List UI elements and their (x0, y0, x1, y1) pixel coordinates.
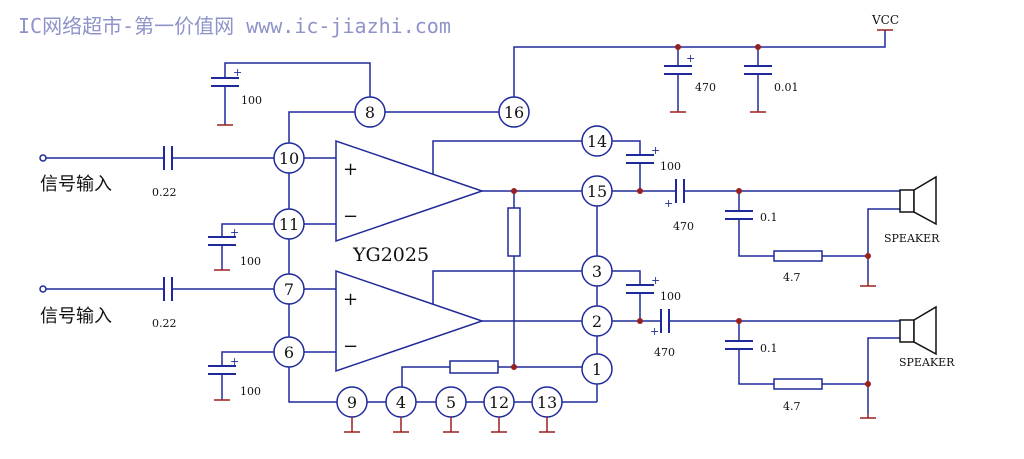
chip-label: YG2025 (352, 244, 429, 266)
pin-6 (273, 336, 305, 368)
resistor-47-out2 (773, 378, 823, 390)
svg-text:470: 470 (695, 81, 716, 94)
amp1-minus: − (343, 206, 358, 227)
svg-text:4: 4 (396, 393, 406, 412)
capacitor-022-in2 (163, 277, 173, 301)
speaker-label-2: SPEAKER (899, 356, 955, 369)
pin-8 (354, 96, 386, 128)
svg-text:100: 100 (241, 94, 262, 107)
speaker-label-1: SPEAKER (884, 232, 940, 245)
pin-14 (581, 125, 613, 157)
capacitor-100-pin8 (211, 77, 239, 87)
capacitor-100-pin14 (626, 154, 654, 164)
svg-text:9: 9 (347, 393, 357, 412)
capacitor-01-out1 (725, 210, 753, 220)
svg-text:15: 15 (587, 182, 607, 201)
svg-text:470: 470 (654, 346, 675, 359)
input-label-2: 信号输入 (40, 306, 112, 327)
svg-text:11: 11 (279, 215, 299, 234)
input-terminal-2 (39, 285, 47, 293)
capacitor-001-supply (744, 65, 772, 75)
svg-text:13: 13 (537, 393, 557, 412)
svg-text:16: 16 (504, 103, 524, 122)
watermark-text: IC网络超市-第一价值网 www.ic-jiazhi.com (18, 14, 451, 38)
polarity-marks: + + + + + + + + (230, 52, 695, 368)
amplifier-1 (335, 139, 485, 243)
resistor-feedback (507, 207, 521, 257)
input-terminal-1 (39, 154, 47, 162)
svg-text:+: + (664, 197, 673, 210)
capacitor-470-supply (664, 65, 692, 75)
pin-1 (581, 353, 613, 385)
svg-text:8: 8 (365, 103, 375, 122)
svg-text:0.22: 0.22 (152, 317, 177, 330)
svg-text:7: 7 (284, 280, 294, 299)
svg-text:+: + (686, 52, 695, 65)
svg-text:4.7: 4.7 (783, 400, 801, 413)
component-values: 470 0.01 100 100 470 0.1 4.7 0.22 100 0.… (152, 81, 801, 413)
pin-numbers: 8 16 14 10 15 11 3 7 2 6 1 9 4 5 12 13 (279, 103, 607, 412)
amp2-minus: − (343, 336, 358, 357)
junction-dots (511, 44, 871, 387)
svg-text:+: + (230, 226, 239, 239)
capacitor-470-out2 (660, 309, 670, 333)
speaker-icon (899, 305, 937, 356)
pin-circles (273, 96, 613, 418)
capacitor-01-out2 (725, 340, 753, 350)
resistor-bridge (449, 360, 499, 374)
capacitor-100-pin3 (626, 284, 654, 294)
speaker-icon (899, 175, 937, 226)
vcc-label: VCC (871, 13, 899, 27)
amplifier-2 (335, 269, 485, 373)
pin-15 (581, 175, 613, 207)
svg-text:100: 100 (240, 255, 261, 268)
svg-text:100: 100 (660, 290, 681, 303)
svg-text:470: 470 (673, 220, 694, 233)
svg-text:+: + (651, 274, 660, 287)
capacitor-100-pin6 (208, 365, 236, 375)
svg-text:10: 10 (279, 149, 299, 168)
svg-text:100: 100 (240, 385, 261, 398)
svg-text:6: 6 (284, 343, 294, 362)
svg-text:100: 100 (660, 160, 681, 173)
svg-text:+: + (651, 144, 660, 157)
pin-2 (581, 305, 613, 337)
svg-text:0.01: 0.01 (774, 81, 799, 94)
svg-text:+: + (233, 66, 242, 79)
svg-text:0.22: 0.22 (152, 186, 177, 199)
pin-11 (273, 208, 305, 240)
capacitors (163, 65, 772, 375)
svg-text:0.1: 0.1 (760, 342, 778, 355)
svg-text:12: 12 (489, 393, 509, 412)
capacitor-100-pin11 (208, 236, 236, 246)
ground-symbols (214, 110, 876, 433)
capacitor-470-out1 (675, 179, 685, 203)
amp2-plus: + (343, 289, 358, 310)
svg-text:0.1: 0.1 (760, 211, 778, 224)
resistors (449, 207, 823, 390)
svg-text:+: + (650, 325, 659, 338)
svg-text:5: 5 (446, 393, 456, 412)
svg-text:+: + (230, 355, 239, 368)
amp1-plus: + (343, 159, 358, 180)
svg-text:3: 3 (592, 262, 602, 281)
input-label-1: 信号输入 (40, 174, 112, 195)
svg-text:2: 2 (592, 312, 602, 331)
svg-text:14: 14 (587, 132, 607, 151)
svg-text:1: 1 (592, 360, 602, 379)
pin-16 (498, 96, 530, 128)
svg-text:4.7: 4.7 (783, 271, 801, 284)
pin-7 (273, 273, 305, 305)
pin-3 (581, 255, 613, 287)
resistor-47-out1 (773, 250, 823, 262)
capacitor-022-in1 (163, 146, 173, 170)
wires (45, 30, 900, 414)
pin-10 (273, 142, 305, 174)
